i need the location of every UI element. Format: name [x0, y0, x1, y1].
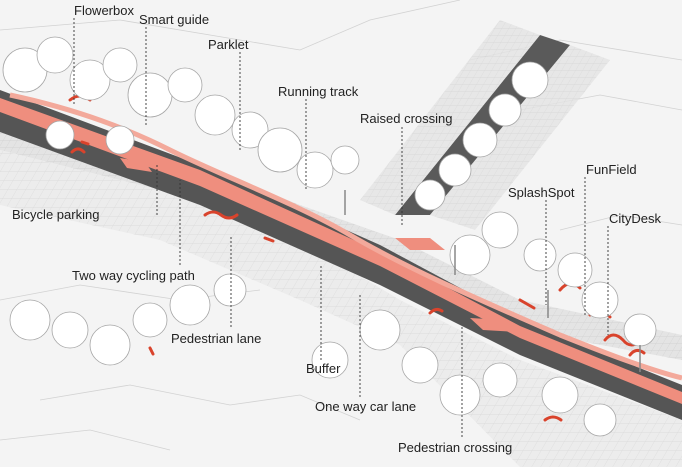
label-bicycle-parking: Bicycle parking — [12, 207, 99, 222]
label-pedestrian-crossing: Pedestrian crossing — [398, 440, 512, 455]
label-funfield: FunField — [586, 162, 637, 177]
label-raised-crossing: Raised crossing — [360, 111, 453, 126]
label-splashspot: SplashSpot — [508, 185, 575, 200]
label-pedestrian-lane: Pedestrian lane — [171, 331, 261, 346]
label-parklet: Parklet — [208, 37, 248, 52]
label-running-track: Running track — [278, 84, 358, 99]
label-flowerbox: Flowerbox — [74, 3, 134, 18]
label-citydesk: CityDesk — [609, 211, 661, 226]
sidewalk-south — [0, 150, 682, 467]
label-two-way-cycling-path: Two way cycling path — [72, 268, 195, 283]
label-buffer: Buffer — [306, 361, 340, 376]
label-one-way-car-lane: One way car lane — [315, 399, 416, 414]
label-smart-guide: Smart guide — [139, 12, 209, 27]
